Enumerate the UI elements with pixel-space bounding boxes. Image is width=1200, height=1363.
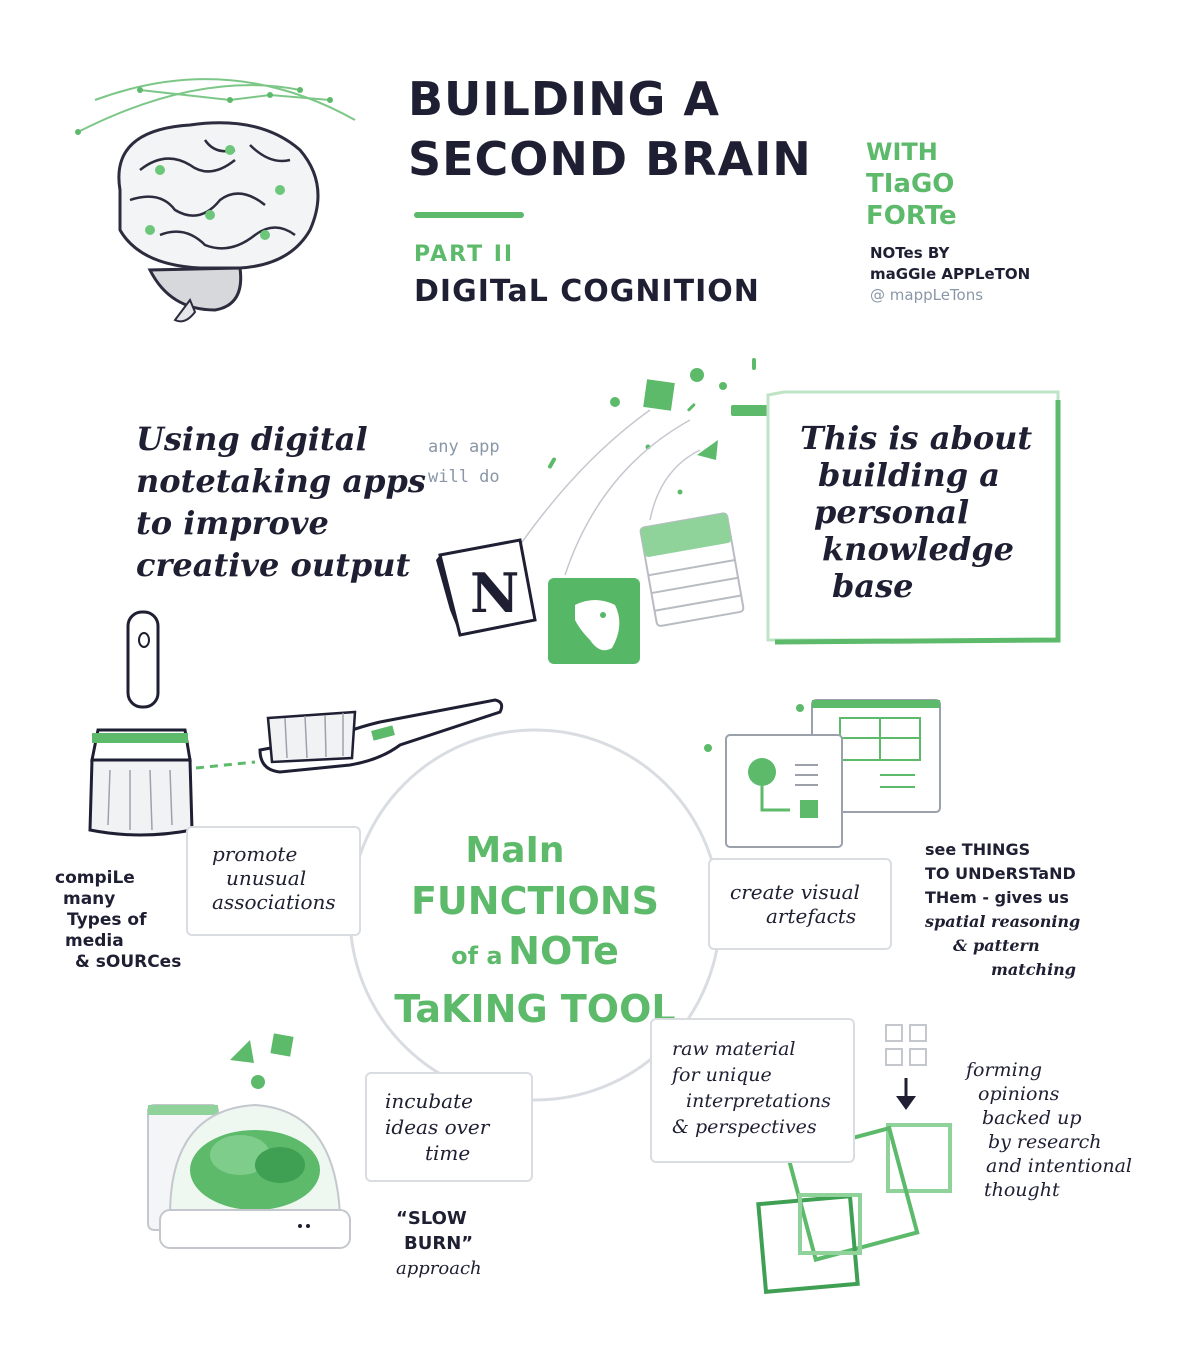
intro-line: to improve bbox=[136, 504, 329, 542]
knowledge-card-text: This is about building a personal knowle… bbox=[800, 420, 1032, 605]
title-line1: BUILDING A bbox=[408, 72, 721, 126]
intro-line: Using digital bbox=[136, 420, 368, 458]
compile-line: media bbox=[65, 931, 124, 951]
compile-line: compiLe bbox=[55, 868, 135, 888]
part-label: PART II bbox=[414, 242, 515, 267]
forming-line: thought bbox=[984, 1179, 1060, 1201]
card-line: personal bbox=[814, 493, 970, 531]
subtitle: DIGITaL COGNITION bbox=[414, 274, 760, 309]
see-line: TO UNDeRSTaND bbox=[925, 864, 1076, 883]
terrarium-icon bbox=[147, 1033, 351, 1249]
forming-line: backed up bbox=[982, 1107, 1082, 1129]
raw-line: & perspectives bbox=[672, 1116, 817, 1138]
function-forming: forming opinions backed up by research a… bbox=[966, 1058, 1132, 1202]
see-line: spatial reasoning bbox=[925, 912, 1081, 931]
raw-line: interpretations bbox=[686, 1090, 831, 1112]
incubate-line: ideas over bbox=[385, 1115, 490, 1139]
intro-line: creative output bbox=[136, 546, 411, 584]
visual-line: artefacts bbox=[766, 904, 857, 928]
center-line1: MaIn bbox=[465, 830, 565, 871]
promote-line: unusual bbox=[226, 866, 307, 890]
see-line: & pattern bbox=[953, 936, 1040, 955]
evernote-icon bbox=[548, 578, 640, 664]
card-line: knowledge bbox=[822, 530, 1014, 568]
constellation-dots bbox=[75, 87, 333, 135]
speaker-first-name: TIaGO bbox=[866, 169, 955, 199]
card-line: building a bbox=[818, 456, 1000, 494]
table-app-icon bbox=[639, 512, 745, 627]
notion-letter: N bbox=[470, 561, 519, 625]
function-raw: raw material for unique interpretations … bbox=[650, 1018, 855, 1163]
center-line2: FUNCTIONS bbox=[410, 879, 660, 923]
brain-icon bbox=[117, 121, 320, 323]
raw-line: raw material bbox=[672, 1038, 796, 1060]
author-handle: @ mappLeTons bbox=[870, 286, 984, 304]
compile-line: & sOURCes bbox=[75, 952, 182, 972]
toothbrush-icon bbox=[258, 698, 504, 774]
any-app-note: any app will do bbox=[428, 432, 500, 492]
card-line: This is about bbox=[800, 419, 1033, 457]
raw-line: for unique bbox=[672, 1064, 772, 1086]
function-compile: compiLe many Types of media & sOURCes bbox=[55, 868, 181, 973]
see-line: see THINGS bbox=[925, 840, 1031, 859]
forming-line: by research bbox=[988, 1131, 1102, 1153]
aside-line: any app bbox=[428, 437, 500, 457]
forming-line: opinions bbox=[978, 1083, 1060, 1105]
speaker-last-name: FORTe bbox=[866, 201, 957, 231]
function-incubate: incubate ideas over time bbox=[365, 1072, 533, 1182]
center-line3-small: of a bbox=[451, 942, 503, 970]
center-line4: TaKING TOOL bbox=[394, 987, 676, 1031]
see-line: THem - gives us bbox=[925, 888, 1069, 907]
intro-line: notetaking apps bbox=[136, 462, 426, 500]
floating-shapes bbox=[548, 358, 773, 495]
credits: NOTes BY maGGIe APPLeTON @ mappLeTons bbox=[870, 243, 1030, 306]
card-line: base bbox=[832, 567, 914, 605]
promote-line: promote bbox=[212, 842, 298, 866]
promote-line: associations bbox=[212, 890, 336, 914]
speaker-with: WITH bbox=[866, 138, 938, 166]
artefacts-icon bbox=[704, 699, 941, 848]
forming-line: and intentional bbox=[986, 1155, 1132, 1177]
title-line2: SECOND BRAIN bbox=[408, 131, 812, 186]
center-line3-big: NOTe bbox=[508, 929, 619, 973]
incubate-line: incubate bbox=[385, 1089, 473, 1113]
slow-burn-note: “SLOW BURN” approach bbox=[396, 1206, 482, 1281]
title: BUILDING A SECOND BRAIN bbox=[408, 70, 812, 190]
forming-line: forming bbox=[966, 1059, 1043, 1081]
visual-line: create visual bbox=[730, 880, 860, 904]
note-author: maGGIe APPLeTON bbox=[870, 265, 1031, 283]
knowledge-card bbox=[766, 390, 1061, 645]
see-line: matching bbox=[991, 960, 1076, 979]
title-underline bbox=[414, 212, 524, 218]
intro-statement: Using digital notetaking apps to improve… bbox=[136, 418, 426, 586]
center-title: MaIn FUNCTIONS of a NOTe TaKING TOOL bbox=[350, 826, 720, 1034]
speaker: WITH TIaGO FORTe bbox=[866, 136, 957, 232]
constellation-lines bbox=[77, 78, 356, 133]
slow-line: “SLOW bbox=[396, 1208, 467, 1229]
notes-by: NOTes BY bbox=[870, 244, 950, 262]
paintbrush-icon bbox=[88, 610, 194, 837]
compile-line: Types of bbox=[67, 910, 147, 930]
notion-icon: N bbox=[436, 538, 537, 637]
function-see: see THINGS TO UNDeRSTaND THem - gives us… bbox=[925, 838, 1080, 982]
slow-line: approach bbox=[396, 1258, 482, 1279]
function-promote: promote unusual associations bbox=[186, 826, 361, 936]
brush-dash-line bbox=[195, 760, 256, 770]
center-line3: of a NOTe bbox=[350, 926, 720, 984]
trail-lines bbox=[519, 409, 701, 576]
compile-line: many bbox=[63, 889, 116, 909]
incubate-line: time bbox=[425, 1141, 471, 1165]
slow-line: BURN” bbox=[404, 1233, 474, 1254]
aside-line: will do bbox=[428, 467, 500, 487]
function-visual: create visual artefacts bbox=[708, 858, 892, 950]
